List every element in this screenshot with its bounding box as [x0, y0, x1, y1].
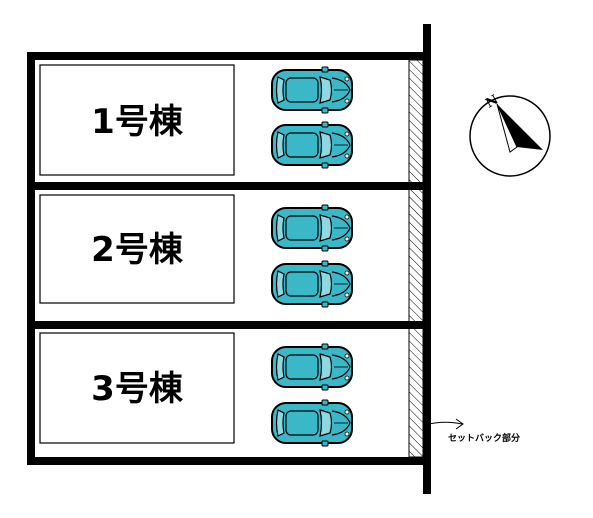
building-footprint-1	[39, 64, 235, 176]
car-icon	[271, 204, 353, 252]
car-icon	[271, 399, 353, 447]
building-label-2: 2号棟	[91, 230, 184, 270]
setback-area	[408, 59, 424, 458]
building-footprint-3	[39, 332, 235, 444]
car-icon	[271, 66, 353, 114]
building-footprint-2	[39, 194, 235, 304]
car-icon	[271, 121, 353, 169]
compass-icon: N	[469, 92, 551, 177]
building-label-3: 3号棟	[91, 369, 184, 409]
setback-note: セットバック部分	[448, 432, 520, 444]
setback-arrowhead	[455, 418, 464, 430]
car-icon	[271, 260, 353, 308]
building-label-1: 1号棟	[91, 102, 184, 142]
setback-arrow	[423, 421, 463, 426]
car-icon	[271, 343, 353, 391]
